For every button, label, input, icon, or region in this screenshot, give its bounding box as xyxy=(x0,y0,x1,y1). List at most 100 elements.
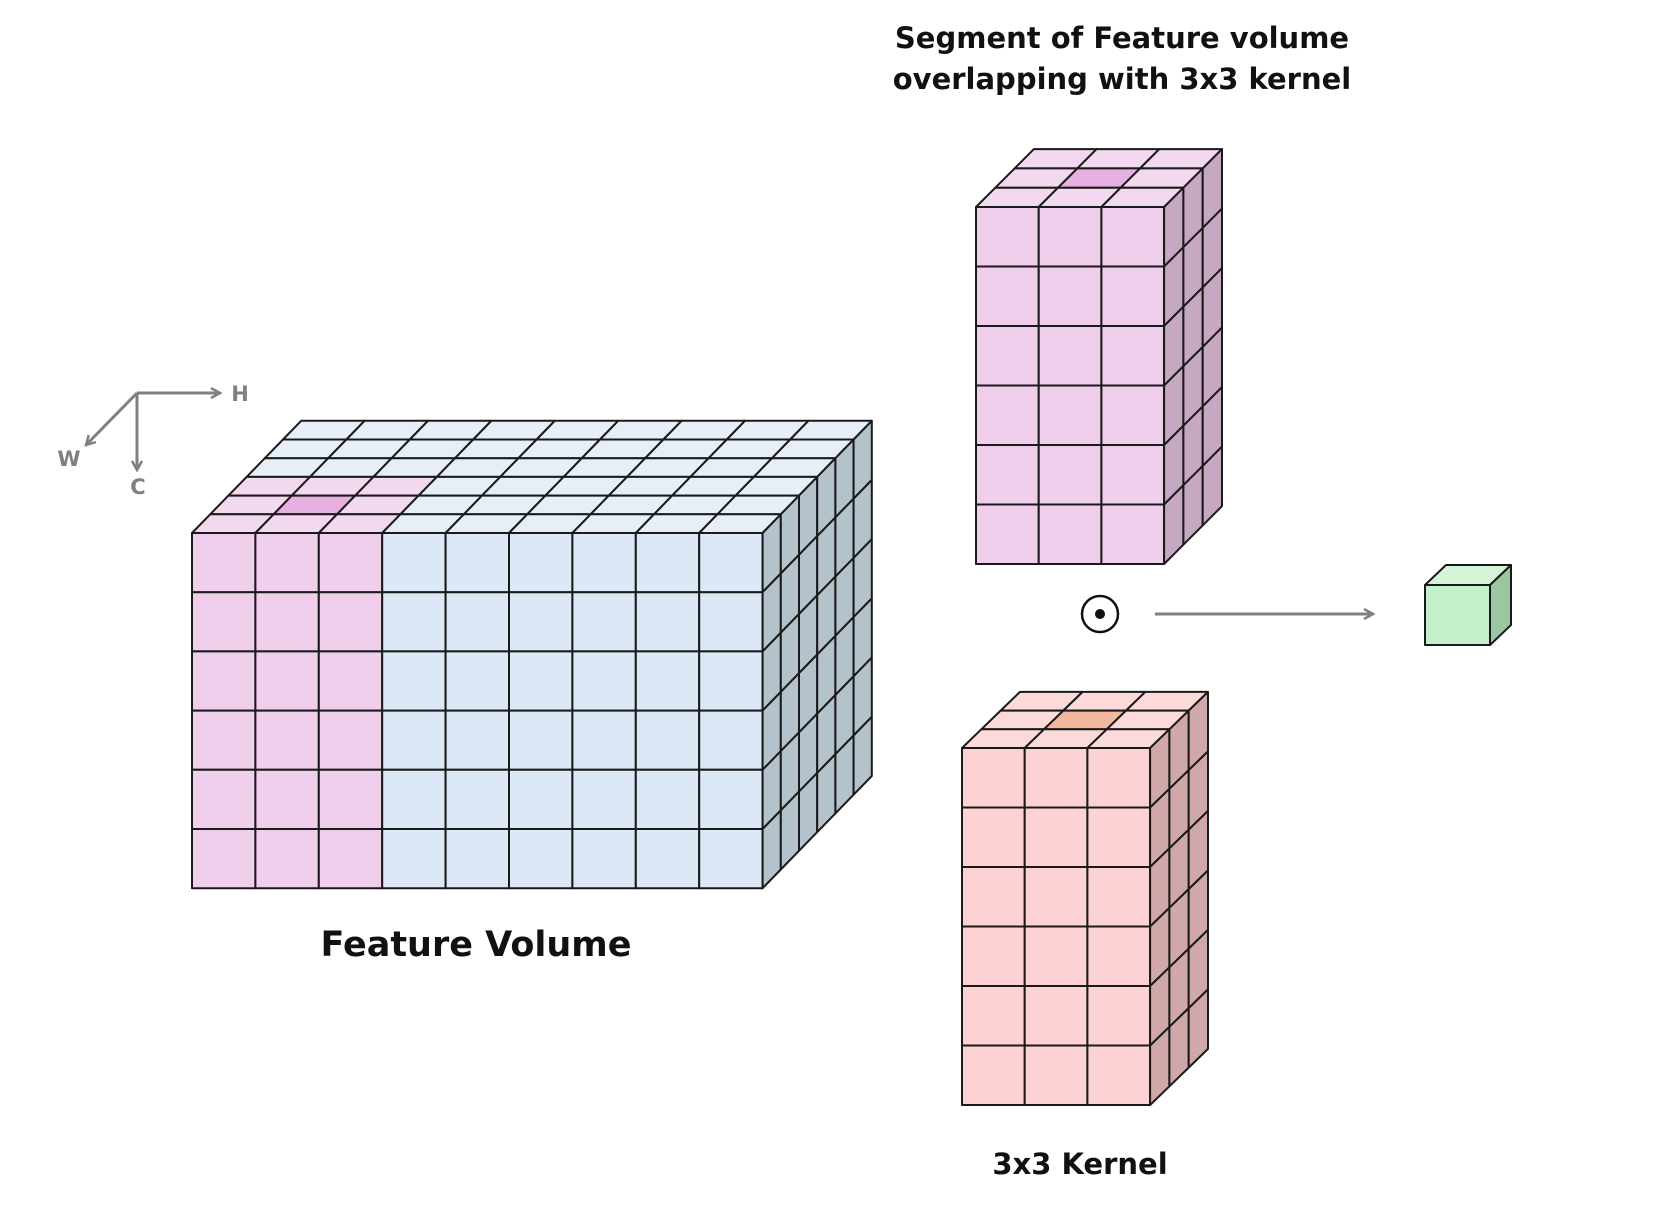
front-cell xyxy=(571,828,637,890)
front-cell xyxy=(508,768,574,830)
front-cell xyxy=(571,650,637,712)
front-cell xyxy=(975,503,1040,565)
front-cell xyxy=(1424,584,1491,646)
front-cell xyxy=(317,828,384,890)
front-cell xyxy=(1037,325,1103,387)
front-cell xyxy=(254,650,320,712)
front-cell xyxy=(1086,866,1152,928)
front-cell xyxy=(961,925,1026,987)
front-cell xyxy=(1100,265,1166,327)
front-cell xyxy=(508,650,574,712)
front-cell xyxy=(191,650,257,712)
front-cell xyxy=(254,532,320,594)
side-cell xyxy=(1187,988,1209,1069)
front-cell xyxy=(961,1044,1026,1106)
front-cell xyxy=(508,828,574,890)
front-cell xyxy=(508,709,574,771)
front-cell xyxy=(1086,985,1152,1047)
feature-volume-block xyxy=(191,419,873,890)
elementwise-product-icon xyxy=(1080,594,1120,634)
front-cell xyxy=(975,444,1040,506)
front-cell xyxy=(508,532,574,594)
front-cell xyxy=(634,532,701,594)
front-cell xyxy=(191,591,257,653)
front-cell xyxy=(571,532,637,594)
front-cell xyxy=(975,384,1040,446)
front-cell xyxy=(1100,325,1166,387)
output-cell xyxy=(1424,564,1512,646)
front-cell xyxy=(381,709,447,771)
feature-volume-label: Feature Volume xyxy=(320,925,631,965)
segment-title-line1: Segment of Feature volume xyxy=(895,21,1349,55)
front-cell xyxy=(975,265,1040,327)
front-cell xyxy=(1037,206,1103,268)
front-cell xyxy=(381,828,447,890)
axis-indicator: H W C xyxy=(57,382,248,499)
front-cell xyxy=(634,650,701,712)
front-cell xyxy=(961,866,1026,928)
side-cell xyxy=(1201,445,1223,527)
front-cell xyxy=(698,709,764,771)
front-cell xyxy=(1086,1044,1152,1106)
front-cell xyxy=(444,591,510,653)
front-cell xyxy=(1023,925,1089,987)
front-cell xyxy=(1037,265,1103,327)
front-cell xyxy=(975,325,1040,387)
front-cell xyxy=(317,591,384,653)
front-cell xyxy=(381,532,447,594)
kernel-block xyxy=(961,690,1209,1106)
front-cell xyxy=(317,532,384,594)
front-cell xyxy=(1037,503,1103,565)
front-cell xyxy=(191,532,257,594)
front-cell xyxy=(571,768,637,830)
front-cell xyxy=(698,532,764,594)
front-cell xyxy=(698,650,764,712)
front-cell xyxy=(1086,806,1152,868)
side-cell xyxy=(1489,564,1512,646)
front-cell xyxy=(191,768,257,830)
h-axis-label: H xyxy=(231,382,249,406)
feature-segment-block xyxy=(975,148,1223,565)
side-cell xyxy=(852,715,873,796)
front-cell xyxy=(1023,806,1089,868)
front-cell xyxy=(698,828,764,890)
front-cell xyxy=(1100,503,1166,565)
front-cell xyxy=(1023,985,1089,1047)
front-cell xyxy=(571,709,637,771)
front-cell xyxy=(961,747,1026,809)
front-cell xyxy=(444,532,510,594)
front-cell xyxy=(254,828,320,890)
segment-title-line2: overlapping with 3x3 kernel xyxy=(893,62,1352,96)
w-axis-label: W xyxy=(57,447,80,471)
front-cell xyxy=(508,591,574,653)
front-cell xyxy=(191,828,257,890)
front-cell xyxy=(1100,384,1166,446)
front-cell xyxy=(191,709,257,771)
front-cell xyxy=(1086,747,1152,809)
front-cell xyxy=(634,591,701,653)
front-cell xyxy=(634,768,701,830)
front-cell xyxy=(444,768,510,830)
w-axis-arrow xyxy=(86,391,139,445)
front-cell xyxy=(254,768,320,830)
front-cell xyxy=(1037,384,1103,446)
c-axis-label: C xyxy=(130,475,145,499)
front-cell xyxy=(1100,444,1166,506)
front-cell xyxy=(254,709,320,771)
front-cell xyxy=(961,985,1026,1047)
front-cell xyxy=(317,709,384,771)
front-cell xyxy=(698,768,764,830)
front-cell xyxy=(1023,1044,1089,1106)
front-cell xyxy=(1023,747,1089,809)
front-cell xyxy=(634,828,701,890)
front-cell xyxy=(571,591,637,653)
front-cell xyxy=(975,206,1040,268)
front-cell xyxy=(698,591,764,653)
front-cell xyxy=(444,828,510,890)
front-cell xyxy=(1086,925,1152,987)
front-cell xyxy=(381,650,447,712)
front-cell xyxy=(317,650,384,712)
front-cell xyxy=(444,709,510,771)
kernel-label: 3x3 Kernel xyxy=(992,1147,1167,1181)
